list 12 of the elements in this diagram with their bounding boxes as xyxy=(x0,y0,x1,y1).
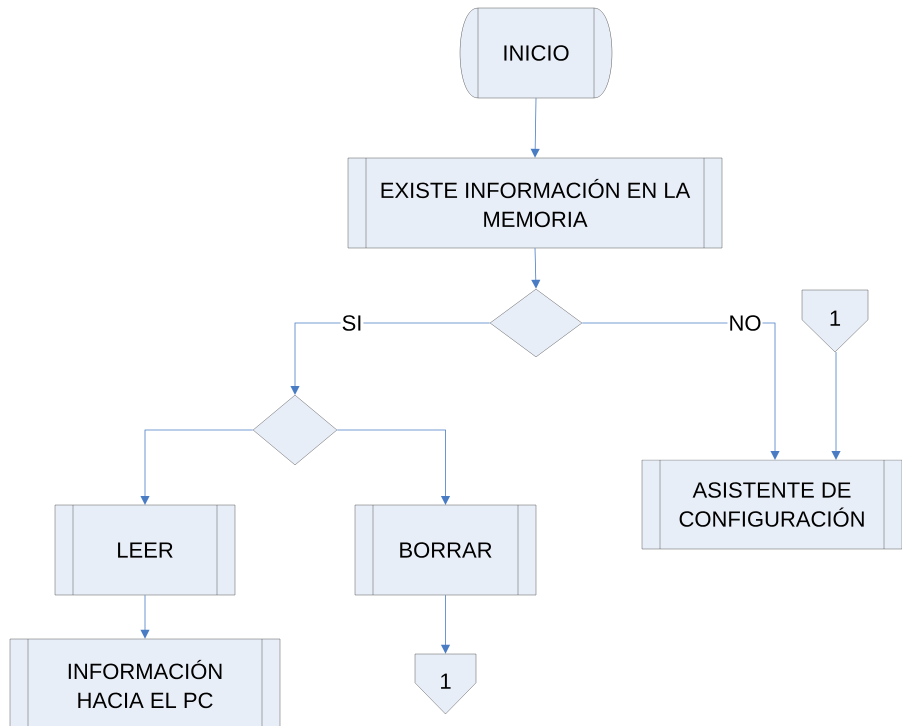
process-box: INFORMACIÓN HACIA EL PC xyxy=(10,638,280,726)
offpage-connector: 1 xyxy=(414,654,476,714)
decision-diamond xyxy=(252,394,338,466)
decision-diamond xyxy=(490,288,582,358)
process-box: ASISTENTE DE CONFIGURACIÓN xyxy=(642,460,902,550)
edge-label: NO xyxy=(728,314,762,332)
process-box: BORRAR xyxy=(354,504,536,596)
offpage-connector: 1 xyxy=(802,290,868,352)
terminal-box: INICIO xyxy=(460,8,612,98)
process-box: LEER xyxy=(54,504,236,596)
edge-label: SI xyxy=(340,314,364,332)
process-box: EXISTE INFORMACIÓN EN LA MEMORIA xyxy=(348,158,722,248)
